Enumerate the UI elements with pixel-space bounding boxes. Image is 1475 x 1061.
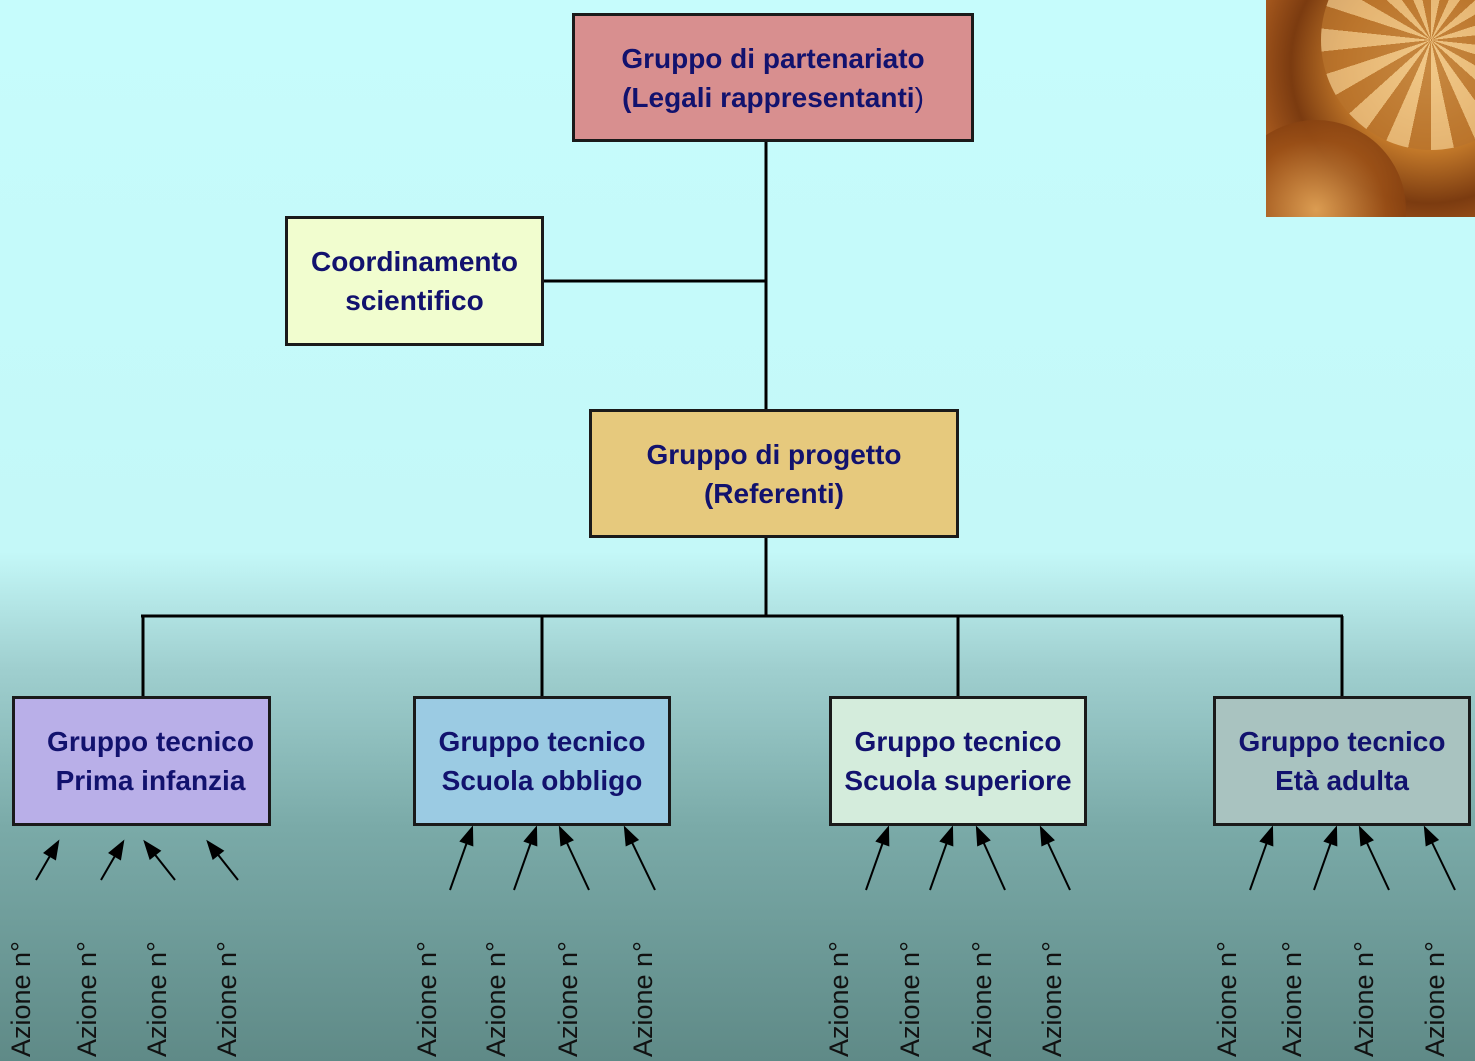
node-gruppo-tecnico-prima-infanzia: Gruppo tecnico Prima infanzia [12, 696, 271, 826]
node-subtitle: Età adulta [1275, 765, 1409, 796]
azione-label-4-1: Azione n° [1212, 941, 1242, 1057]
azione-label-3-4: Azione n° [1037, 941, 1067, 1057]
node-title: Gruppo tecnico [438, 726, 646, 757]
arrowhead-3-3 [975, 825, 991, 847]
arrowhead-1-2 [108, 839, 125, 861]
node-gruppo-tecnico-scuola-obbligo: Gruppo tecnico Scuola obbligo [413, 696, 671, 826]
azione-label-4-3: Azione n° [1349, 941, 1379, 1057]
node-gruppo-partenariato: Gruppo di partenariato (Legali rappresen… [572, 13, 974, 142]
node-subtitle: Prima infanzia [55, 765, 246, 796]
arrowhead-1-3 [143, 839, 162, 860]
node-subtitle: Scuola obbligo [441, 765, 643, 796]
gear-image [1266, 0, 1475, 217]
azione-label-3-2: Azione n° [895, 941, 925, 1057]
arrowhead-2-1 [459, 825, 474, 847]
arrowhead-2-4 [623, 825, 640, 847]
azione-label-2-2: Azione n° [481, 941, 511, 1057]
azione-label-2-3: Azione n° [553, 941, 583, 1057]
arrowhead-4-1 [1259, 825, 1274, 847]
arrowhead-3-2 [939, 825, 954, 847]
node-title: Gruppo di partenariato [621, 42, 925, 74]
arrowhead-4-2 [1323, 825, 1338, 847]
azione-label-1-1: Azione n° [6, 941, 36, 1057]
node-coordinamento-scientifico: Coordinamento scientifico [285, 216, 544, 346]
node-subtitle: (Legali rappresentanti) [622, 81, 924, 113]
azione-label-4-2: Azione n° [1277, 941, 1307, 1057]
arrowhead-4-4 [1423, 825, 1440, 847]
arrowhead-3-4 [1039, 825, 1055, 847]
arrowhead-4-3 [1358, 825, 1374, 847]
arrowhead-3-1 [875, 825, 890, 847]
arrowhead-1-1 [43, 839, 60, 861]
node-gruppo-progetto: Gruppo di progetto (Referenti) [589, 409, 959, 538]
node-title: Gruppo tecnico [854, 726, 1062, 757]
azione-label-2-1: Azione n° [412, 941, 442, 1057]
azione-label-3-1: Azione n° [824, 941, 854, 1057]
node-gruppo-tecnico-eta-adulta: Gruppo tecnico Età adulta [1213, 696, 1471, 826]
node-title: Coordinamento [311, 246, 518, 277]
azione-label-4-4: Azione n° [1420, 941, 1450, 1057]
node-subtitle: scientifico [345, 285, 484, 316]
node-title: Gruppo di progetto [646, 438, 902, 470]
node-title: Gruppo tecnico [1238, 726, 1446, 757]
node-subtitle: Scuola superiore [844, 765, 1072, 796]
node-gruppo-tecnico-scuola-superiore: Gruppo tecnico Scuola superiore [829, 696, 1087, 826]
arrowhead-1-4 [206, 839, 225, 860]
azione-label-3-3: Azione n° [967, 941, 997, 1057]
azione-label-1-2: Azione n° [72, 941, 102, 1057]
azione-label-1-3: Azione n° [142, 941, 172, 1057]
azione-label-1-4: Azione n° [212, 941, 242, 1057]
azione-label-2-4: Azione n° [628, 941, 658, 1057]
arrowhead-2-2 [523, 825, 538, 847]
arrowhead-2-3 [558, 825, 574, 847]
node-subtitle: (Referenti) [703, 477, 844, 509]
node-title: Gruppo tecnico [47, 726, 254, 757]
